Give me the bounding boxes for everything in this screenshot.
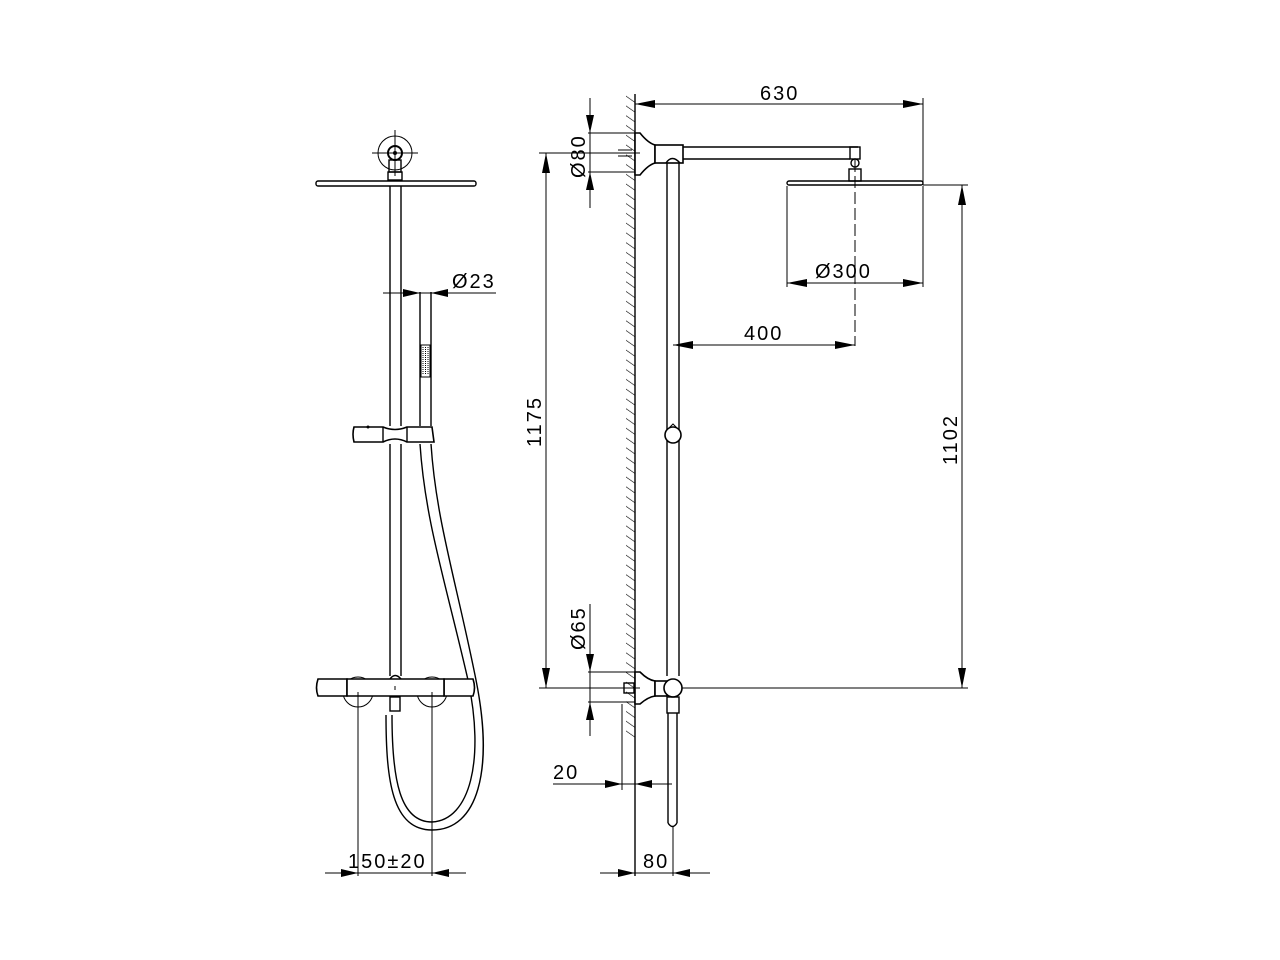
top-wall-connector <box>595 132 861 176</box>
column-side <box>664 163 682 676</box>
dimension-wall-flange-top: Ø80 <box>568 98 635 208</box>
mixer <box>315 674 476 876</box>
dimension-head-diameter: Ø300 <box>786 186 924 287</box>
svg-text:Ø80: Ø80 <box>568 134 590 178</box>
svg-text:1102: 1102 <box>940 414 962 465</box>
svg-text:Ø300: Ø300 <box>815 261 872 283</box>
hose <box>385 443 484 831</box>
svg-text:Ø65: Ø65 <box>568 606 590 650</box>
svg-text:630: 630 <box>760 83 799 105</box>
dimension-wall-flange-bottom: Ø65 <box>568 604 635 736</box>
dimension-arm-reach: 400 <box>673 323 855 349</box>
main-column <box>389 186 402 676</box>
dimension-head-height: 1102 <box>682 184 968 689</box>
dimension-hand-shower-diameter: Ø23 <box>383 271 496 297</box>
bottom-wall-connector <box>623 671 683 876</box>
head-connector <box>372 130 418 181</box>
side-view: 630 Ø80 Ø300 400 <box>524 83 968 877</box>
svg-text:Ø23: Ø23 <box>452 271 496 293</box>
hand-shower <box>419 292 432 426</box>
front-view: Ø23 150±20 <box>315 130 496 877</box>
dimension-column-height: 1175 <box>524 152 640 689</box>
dimension-mixer-centers: 150±20 <box>325 851 466 877</box>
dimension-wall-offset: 20 <box>553 704 672 790</box>
svg-text:150±20: 150±20 <box>348 851 427 873</box>
dimension-overall-projection: 630 <box>635 83 924 185</box>
wall <box>626 94 636 876</box>
svg-text:400: 400 <box>744 323 783 345</box>
svg-text:20: 20 <box>553 762 579 784</box>
svg-text:1175: 1175 <box>524 396 546 447</box>
shower-head-side <box>786 158 924 346</box>
slider-holder <box>352 425 435 443</box>
shower-head-front <box>315 180 477 187</box>
dimension-column-offset: 80 <box>600 851 710 877</box>
svg-text:80: 80 <box>643 851 669 873</box>
